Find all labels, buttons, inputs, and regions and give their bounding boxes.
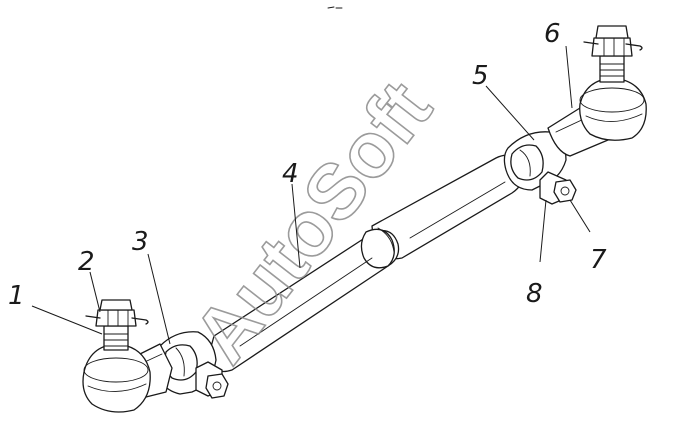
tie-rod-tube [207,154,524,373]
leader-lines [31,45,591,345]
callout-4: 4 [282,159,299,189]
stray-mark [327,6,343,9]
right-tie-rod-end [547,25,647,157]
callout-6: 6 [544,19,561,49]
callout-7: 7 [590,245,607,275]
callout-3: 3 [132,227,149,257]
callout-5: 5 [472,61,489,91]
callout-8: 8 [526,279,543,309]
callouts: 1 2 3 4 5 6 7 8 [8,19,607,311]
callout-1: 1 [8,281,25,311]
right-clamp [503,131,577,205]
left-tie-rod-end [82,299,173,413]
callout-2: 2 [78,247,95,277]
